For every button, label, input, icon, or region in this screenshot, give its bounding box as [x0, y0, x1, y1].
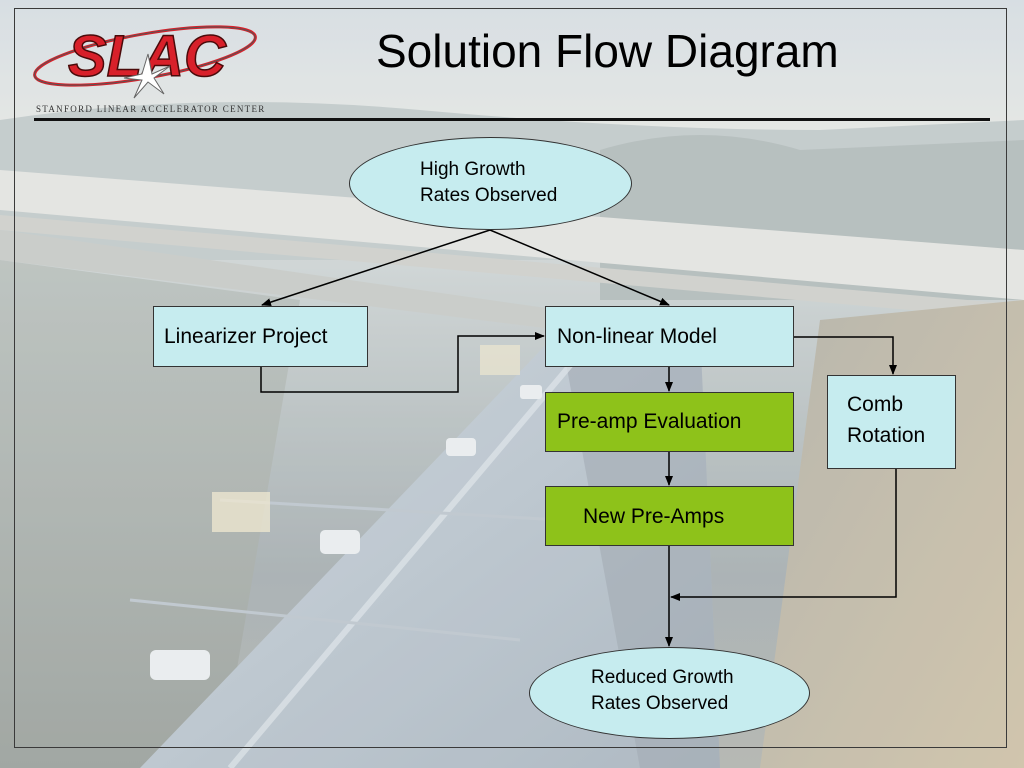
end-node-line1: Reduced Growth [591, 667, 734, 688]
title-divider [34, 118, 990, 121]
arrow-start-to-nonlinear [489, 229, 670, 306]
nonlinear-model-box: Non-linear Model [545, 306, 794, 367]
new-preamps-box: New Pre-Amps [545, 486, 794, 546]
slac-logo: SLAC [33, 23, 257, 99]
arrow-linearizer-to-nonlinear [260, 332, 545, 393]
new-preamps-label: New Pre-Amps [583, 505, 725, 528]
comb-rotation-box: Comb Rotation [827, 375, 956, 469]
end-node-line2: Rates Observed [591, 693, 729, 714]
start-node: High Growth Rates Observed [349, 137, 632, 230]
start-node-line1: High Growth [420, 159, 526, 180]
end-node: Reduced Growth Rates Observed [529, 647, 810, 739]
start-node-line2: Rates Observed [420, 185, 558, 206]
page-title: Solution Flow Diagram [376, 25, 839, 77]
linearizer-project-box: Linearizer Project [153, 306, 368, 367]
preamp-evaluation-box: Pre-amp Evaluation [545, 392, 794, 452]
logo-subtitle: Stanford Linear Accelerator Center [36, 104, 266, 114]
comb-rotation-line1: Comb [847, 393, 904, 416]
nonlinear-model-label: Non-linear Model [557, 325, 717, 348]
linearizer-project-label: Linearizer Project [164, 325, 328, 348]
slide-frame [14, 8, 1007, 748]
arrow-nonlinear-to-comb [794, 336, 897, 375]
arrow-start-to-linearizer [261, 229, 491, 306]
arrow-comb-to-merge [670, 469, 897, 601]
preamp-evaluation-label: Pre-amp Evaluation [557, 410, 742, 433]
comb-rotation-line2: Rotation [847, 424, 926, 447]
